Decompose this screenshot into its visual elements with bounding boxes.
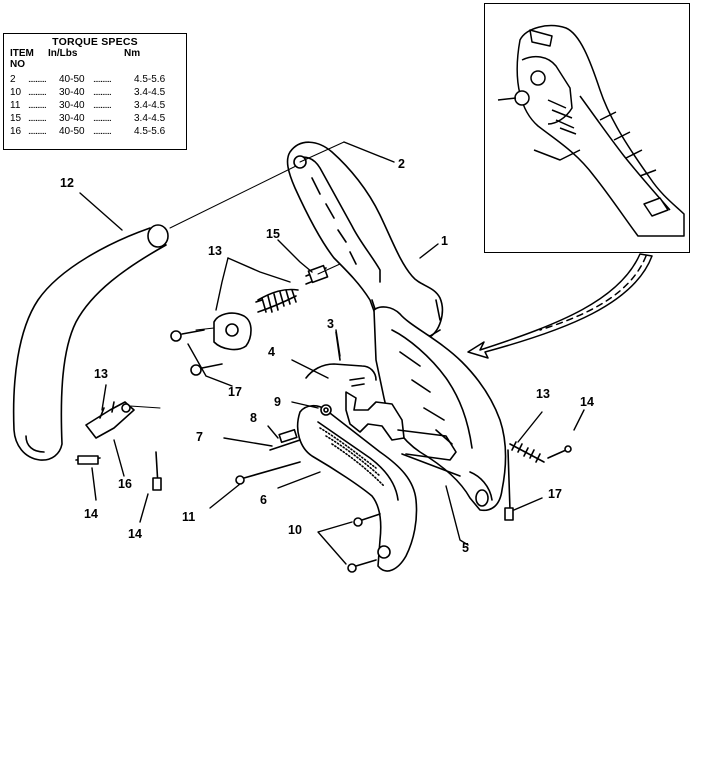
callout-16: 16 <box>118 477 132 491</box>
callout-10: 10 <box>288 523 302 537</box>
callout-6: 6 <box>260 493 267 507</box>
column-header-no: NO <box>10 59 25 70</box>
cell-nm: 3.4-4.5 <box>134 87 166 98</box>
cell-item: 11 <box>10 100 21 111</box>
callout-4: 4 <box>268 345 275 359</box>
cell-nm: 3.4-4.5 <box>134 113 166 124</box>
table-row: 2 .......... 40-50 .......... 4.5-5.6 <box>10 74 182 87</box>
cell-leader-dots: .......... <box>93 113 112 124</box>
rear-handle-housing <box>286 141 444 339</box>
cell-leader-dots: .......... <box>28 100 47 111</box>
callout-1: 1 <box>441 234 448 248</box>
torque-rows: 2 .......... 40-50 .......... 4.5-5.6 10… <box>10 74 182 139</box>
screws-left <box>170 329 223 376</box>
callout-7: 7 <box>196 430 203 444</box>
cell-inlbs: 40-50 <box>59 74 85 85</box>
torque-specs-title: TORQUE SPECS <box>52 36 138 48</box>
cell-inlbs: 30-40 <box>59 100 85 111</box>
callout-15: 15 <box>266 227 280 241</box>
cell-nm: 4.5-5.6 <box>134 74 166 85</box>
cell-inlbs: 30-40 <box>59 87 85 98</box>
callout-3: 3 <box>327 317 334 331</box>
front-handle-tube <box>12 224 169 461</box>
cell-item: 10 <box>10 87 22 98</box>
callout-2: 2 <box>398 157 405 171</box>
cell-leader-dots: .......... <box>93 100 112 111</box>
trigger-spring <box>305 331 377 387</box>
cell-leader-dots: .......... <box>93 74 112 85</box>
cell-leader-dots: .......... <box>28 126 47 137</box>
cell-leader-dots: .......... <box>93 87 112 98</box>
column-header-nm: Nm <box>124 48 141 59</box>
callout-11: 11 <box>182 510 196 524</box>
cell-leader-dots: .......... <box>28 87 47 98</box>
right-spring-and-screws <box>504 441 572 521</box>
column-header-item: ITEM <box>10 48 34 59</box>
cell-item: 2 <box>10 74 16 85</box>
callout-8: 8 <box>250 411 257 425</box>
cell-item: 16 <box>10 126 22 137</box>
cell-inlbs: 40-50 <box>59 126 85 137</box>
assembly-guide-lines <box>129 141 345 409</box>
leader-lines <box>79 141 585 565</box>
callout-5: 5 <box>462 541 469 555</box>
callout-14-left: 14 <box>84 507 98 521</box>
cell-leader-dots: .......... <box>28 74 47 85</box>
cell-nm: 4.5-5.6 <box>134 126 166 137</box>
callout-12: 12 <box>60 176 74 190</box>
inset-detail-drawing <box>497 24 685 237</box>
table-row: 10 .......... 30-40 .......... 3.4-4.5 <box>10 87 182 100</box>
callout-14-mid: 14 <box>128 527 142 541</box>
av-spring-assembly <box>213 264 329 351</box>
callout-14-right: 14 <box>580 395 594 409</box>
torque-specs-table: TORQUE SPECS ITEM In/Lbs Nm NO 2 .......… <box>3 33 187 150</box>
cell-leader-dots: .......... <box>28 113 47 124</box>
column-header-inlbs: In/Lbs <box>48 48 78 59</box>
table-row: 15 .......... 30-40 .......... 3.4-4.5 <box>10 113 182 126</box>
callout-13-upper: 13 <box>208 244 222 258</box>
handle-cover <box>373 306 507 512</box>
table-row: 16 .......... 40-50 .......... 4.5-5.6 <box>10 126 182 139</box>
inset-arrow <box>467 253 653 359</box>
cell-nm: 3.4-4.5 <box>134 100 166 111</box>
throttle-handle-grip <box>296 391 457 572</box>
callout-13-right: 13 <box>536 387 550 401</box>
callout-13-left: 13 <box>94 367 108 381</box>
callout-9: 9 <box>274 395 281 409</box>
callout-17-left: 17 <box>228 385 242 399</box>
cell-leader-dots: .......... <box>93 126 112 137</box>
table-row: 11 .......... 30-40 .......... 3.4-4.5 <box>10 100 182 113</box>
cell-item: 15 <box>10 113 22 124</box>
inset-detail-box <box>484 3 690 253</box>
cell-inlbs: 30-40 <box>59 113 85 124</box>
handle-clamp <box>75 401 162 491</box>
small-fasteners <box>235 404 381 573</box>
callout-17-right: 17 <box>548 487 562 501</box>
